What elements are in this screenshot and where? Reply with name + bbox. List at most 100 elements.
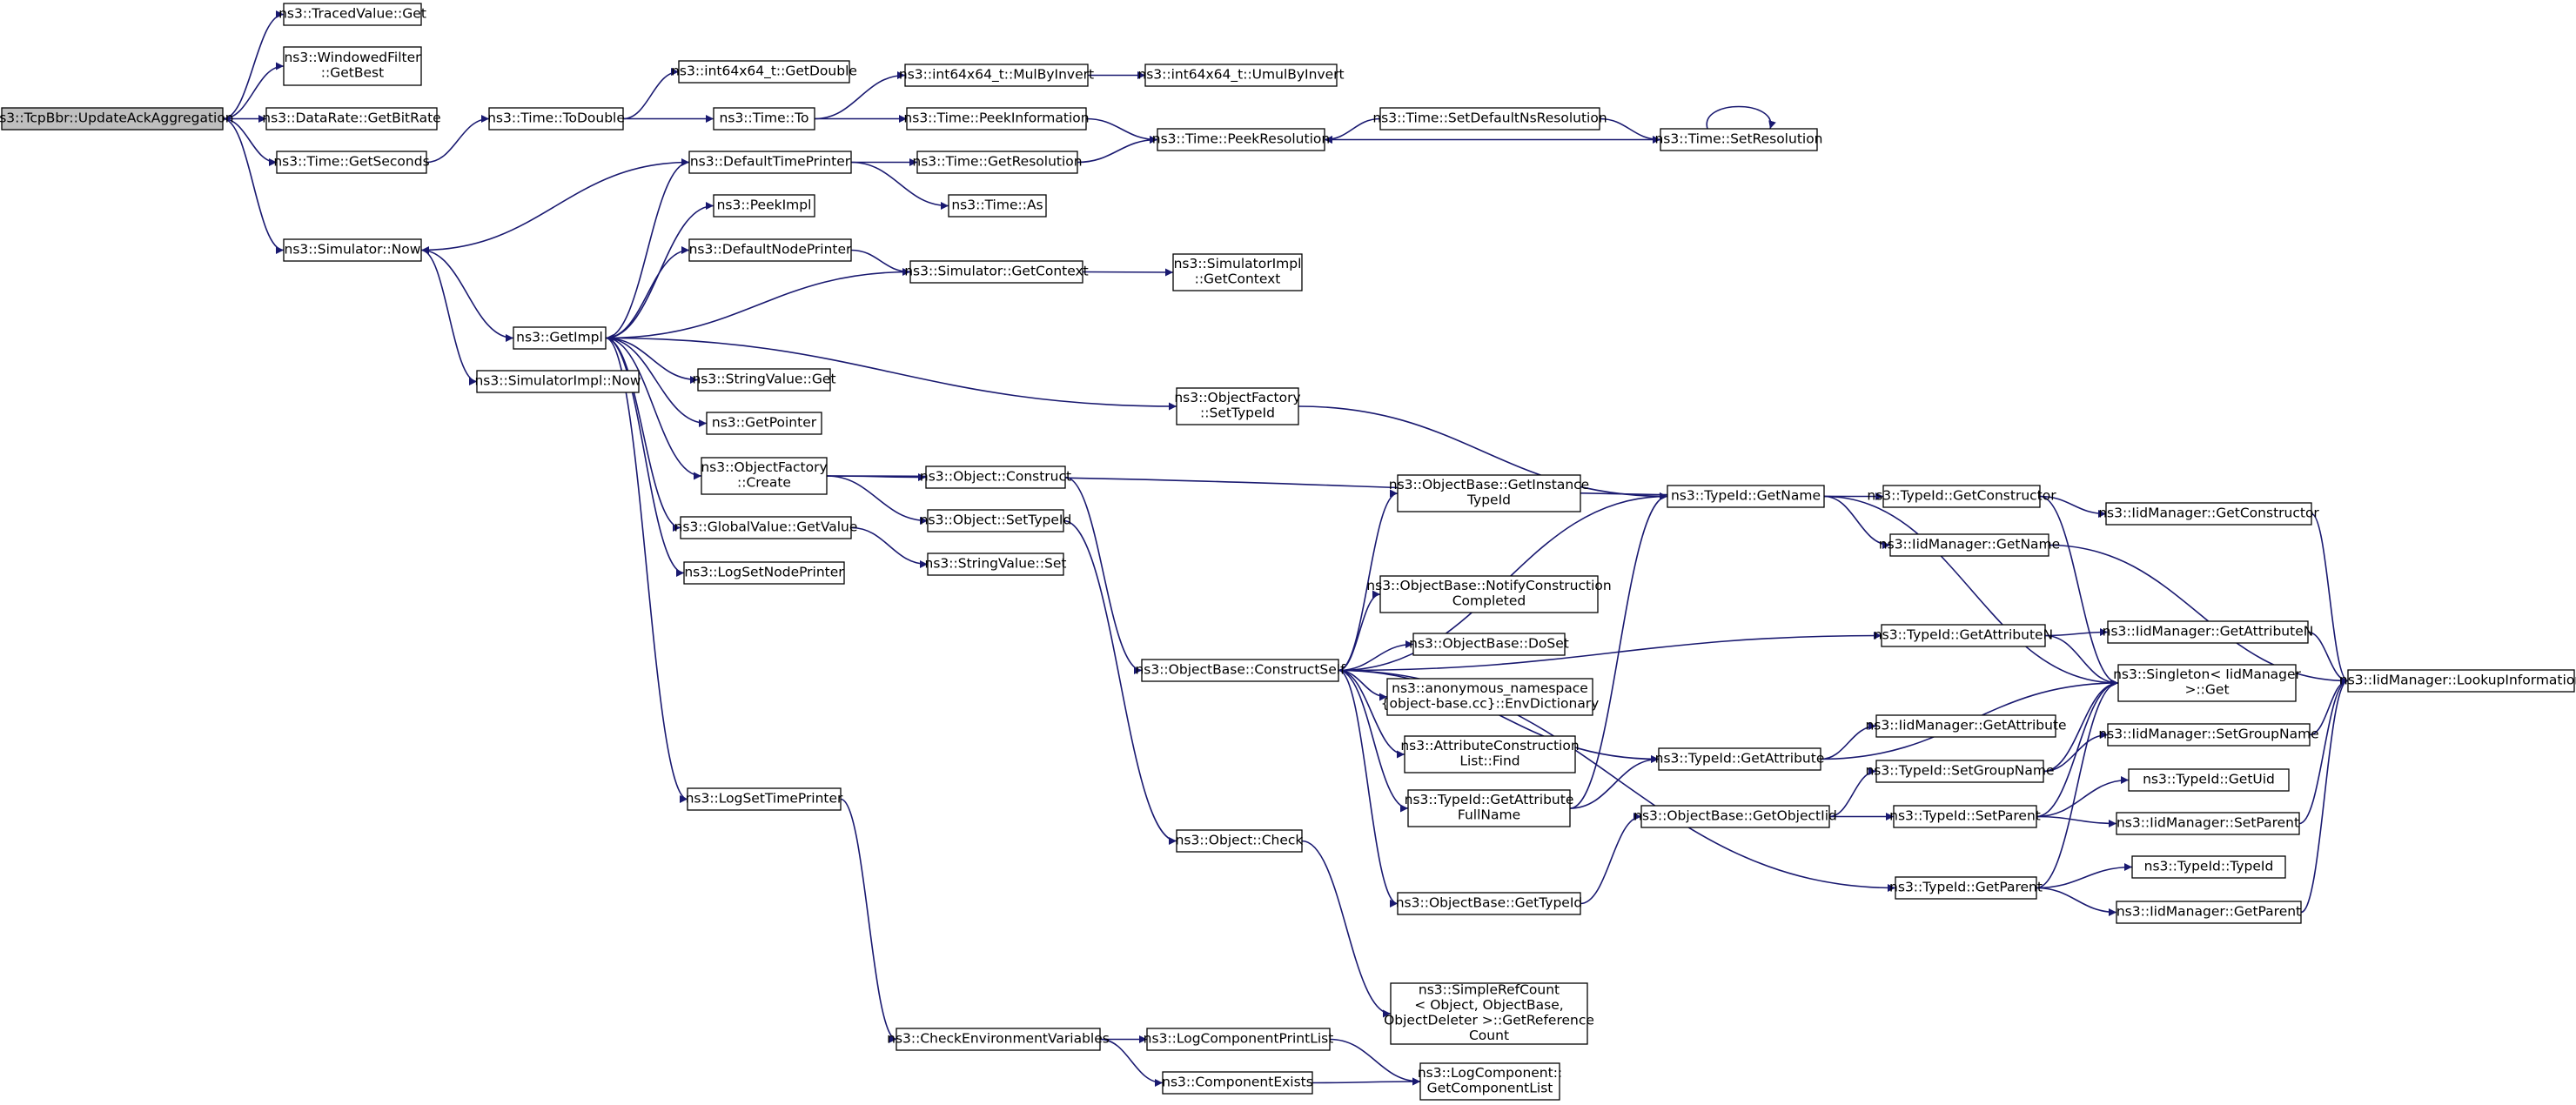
edge-timeGetSeconds-to-timeToDouble	[426, 115, 490, 164]
node-iidGetName[interactable]: ns3::IidManager::GetName	[1879, 533, 2060, 557]
node-umulByInvert[interactable]: ns3::int64x64_t::UmulByInvert	[1137, 64, 1345, 87]
node-logComponentPrintList[interactable]: ns3::LogComponentPrintList	[1144, 1028, 1334, 1051]
node-box	[1895, 876, 2037, 900]
node-dataRateGetBitRate[interactable]: ns3::DataRate::GetBitRate	[262, 107, 441, 131]
node-simNow[interactable]: ns3::Simulator::Now	[283, 238, 422, 262]
edge-objSetTypeId-to-objCheck	[1063, 519, 1177, 845]
node-gvGetValue[interactable]: ns3::GlobalValue::GetValue	[674, 516, 858, 539]
node-tidTypeId[interactable]: ns3::TypeId::TypeId	[2131, 855, 2286, 879]
node-root[interactable]: ns3::TcpBbr::UpdateAckAggregation	[0, 107, 234, 131]
node-mulByInvert[interactable]: ns3::int64x64_t::MulByInvert	[899, 64, 1094, 87]
edge-tidGetAttributeN-to-singletonGet	[2044, 634, 2119, 687]
node-label: ns3::SimulatorImpl::Now	[474, 372, 641, 388]
node-timeToDouble[interactable]: ns3::Time::ToDouble	[487, 107, 625, 131]
node-tidGetConstructor[interactable]: ns3::TypeId::GetConstructor	[1867, 485, 2056, 508]
node-tidSetGroupName[interactable]: ns3::TypeId::SetGroupName	[1865, 760, 2055, 783]
edge-getImpl-to-defaultNodePrinter	[605, 246, 690, 339]
node-label: ns3::ObjectBase::GetTypeId	[1396, 894, 1583, 910]
node-getPointer[interactable]: ns3::GetPointer	[706, 412, 822, 435]
node-tidGetName[interactable]: ns3::TypeId::GetName	[1667, 485, 1825, 508]
node-simImplNow[interactable]: ns3::SimulatorImpl::Now	[474, 370, 641, 393]
node-label: ns3::LogComponent::	[1418, 1065, 1562, 1081]
node-tidGetAttribute[interactable]: ns3::TypeId::GetAttribute	[1655, 747, 1825, 771]
node-label: ns3::IidManager::GetAttributeN	[2103, 623, 2314, 639]
node-ofSetTypeId[interactable]: ns3::ObjectFactory::SetTypeId	[1174, 387, 1301, 425]
node-obDoSet[interactable]: ns3::ObjectBase::DoSet	[1409, 633, 1569, 656]
edge-getImpl-to-getPointer	[605, 337, 708, 427]
node-objCheck[interactable]: ns3::Object::Check	[1176, 829, 1304, 853]
node-tidSetParent[interactable]: ns3::TypeId::SetParent	[1889, 805, 2041, 828]
node-box	[1881, 624, 2046, 647]
node-iidGetAttribute[interactable]: ns3::IidManager::GetAttribute	[1865, 714, 2067, 738]
node-constructSelf[interactable]: ns3::ObjectBase::ConstructSelf	[1135, 659, 1345, 682]
node-box	[283, 3, 422, 26]
node-ofCreate[interactable]: ns3::ObjectFactory::Create	[701, 457, 828, 495]
node-peekInformation[interactable]: ns3::Time::PeekInformation	[903, 107, 1090, 131]
edge-iidSetParent-to-iidLookupInformation	[2298, 677, 2349, 825]
node-setDefaultNsRes[interactable]: ns3::Time::SetDefaultNsResolution	[1372, 107, 1607, 131]
node-label: ns3::Object::Construct	[920, 468, 1071, 484]
node-box	[713, 194, 815, 218]
edge-tidGetParent-to-singletonGet	[2036, 679, 2119, 889]
node-checkEnvVars[interactable]: ns3::CheckEnvironmentVariables	[887, 1028, 1110, 1051]
node-iidSetParent[interactable]: ns3::IidManager::SetParent	[2116, 812, 2300, 835]
node-getResolution[interactable]: ns3::Time::GetResolution	[912, 151, 1083, 174]
node-simpleRefCount[interactable]: ns3::SimpleRefCount< Object, ObjectBase,…	[1384, 982, 1594, 1045]
node-tidGetParent[interactable]: ns3::TypeId::GetParent	[1889, 876, 2043, 900]
node-defaultTimePrinter[interactable]: ns3::DefaultTimePrinter	[688, 151, 852, 174]
node-logComponentGetList[interactable]: ns3::LogComponent::GetComponentList	[1418, 1062, 1562, 1101]
node-timeTo[interactable]: ns3::Time::To	[713, 107, 815, 131]
node-iidGetAttributeN[interactable]: ns3::IidManager::GetAttributeN	[2103, 620, 2314, 644]
node-intGetDouble[interactable]: ns3::int64x64_t::GetDouble	[671, 60, 857, 84]
node-iidGetConstructor[interactable]: ns3::IidManager::GetConstructor	[2098, 502, 2319, 526]
node-box	[680, 516, 852, 539]
node-defaultNodePrinter[interactable]: ns3::DefaultNodePrinter	[688, 238, 852, 262]
node-label: ns3::Time::GetResolution	[912, 153, 1082, 169]
node-simGetContext[interactable]: ns3::Simulator::GetContext	[904, 260, 1089, 284]
node-tidGetUid[interactable]: ns3::TypeId::GetUid	[2128, 768, 2290, 792]
node-iidSetGroupName[interactable]: ns3::IidManager::SetGroupName	[2098, 723, 2319, 747]
node-box	[2131, 855, 2286, 879]
node-label: ::Create	[737, 475, 791, 491]
node-label: ns3::TypeId::GetAttributeN	[1874, 626, 2053, 642]
node-box	[909, 260, 1083, 284]
node-envDictionary[interactable]: ns3::anonymous_namespace{object-base.cc}…	[1381, 678, 1600, 716]
node-stringValueSet[interactable]: ns3::StringValue::Set	[925, 552, 1067, 576]
node-getImpl[interactable]: ns3::GetImpl	[513, 326, 607, 350]
node-label: ns3::Time::As	[951, 197, 1043, 212]
node-timeGetSeconds[interactable]: ns3::Time::GetSeconds	[273, 151, 430, 174]
node-obGetObjectIid[interactable]: ns3::ObjectBase::GetObjectIid	[1633, 805, 1837, 828]
node-peekResolution[interactable]: ns3::Time::PeekResolution	[1152, 128, 1330, 151]
node-label: ns3::SimpleRefCount	[1419, 982, 1560, 998]
node-label: ns3::DefaultNodePrinter	[689, 241, 852, 257]
node-stringValueGet[interactable]: ns3::StringValue::Get	[692, 368, 836, 392]
node-objSetTypeId[interactable]: ns3::Object::SetTypeId	[920, 509, 1072, 532]
node-timeAs[interactable]: ns3::Time::As	[948, 194, 1047, 218]
node-singletonGet[interactable]: ns3::Singleton< IidManager>::Get	[2113, 664, 2302, 702]
node-componentExists[interactable]: ns3::ComponentExists	[1162, 1071, 1313, 1095]
node-box	[476, 370, 640, 393]
node-label: ns3::AttributeConstruction	[1400, 738, 1579, 753]
node-simImplGetContext[interactable]: ns3::SimulatorImpl::GetContext	[1172, 253, 1303, 291]
node-objConstruct[interactable]: ns3::Object::Construct	[920, 465, 1071, 489]
node-logSetTimePrinter[interactable]: ns3::LogSetTimePrinter	[686, 787, 843, 811]
node-windowedGetBest[interactable]: ns3::WindowedFilter::GetBest	[283, 46, 422, 86]
node-box	[697, 368, 831, 392]
node-peekImpl[interactable]: ns3::PeekImpl	[713, 194, 815, 218]
node-obNotifyConstruction[interactable]: ns3::ObjectBase::NotifyConstructionCompl…	[1366, 575, 1612, 613]
node-tracedGet[interactable]: ns3::TracedValue::Get	[278, 3, 426, 26]
node-obGetTypeId[interactable]: ns3::ObjectBase::GetTypeId	[1396, 892, 1583, 915]
node-label: ns3::IidManager::LookupInformation	[2339, 672, 2576, 687]
node-box	[1379, 575, 1599, 613]
node-box	[688, 151, 852, 174]
node-iidGetParent[interactable]: ns3::IidManager::GetParent	[2116, 901, 2302, 924]
node-setResolution[interactable]: ns3::Time::SetResolution	[1654, 128, 1823, 151]
node-tidGetAttributeN[interactable]: ns3::TypeId::GetAttributeN	[1874, 624, 2053, 647]
node-iidLookupInformation[interactable]: ns3::IidManager::LookupInformation	[2339, 669, 2576, 693]
node-logSetNodePrinter[interactable]: ns3::LogSetNodePrinter	[683, 561, 845, 585]
edge-logSetTimePrinter-to-checkEnvVars	[840, 798, 897, 1043]
node-label: ns3::ComponentExists	[1162, 1074, 1313, 1089]
